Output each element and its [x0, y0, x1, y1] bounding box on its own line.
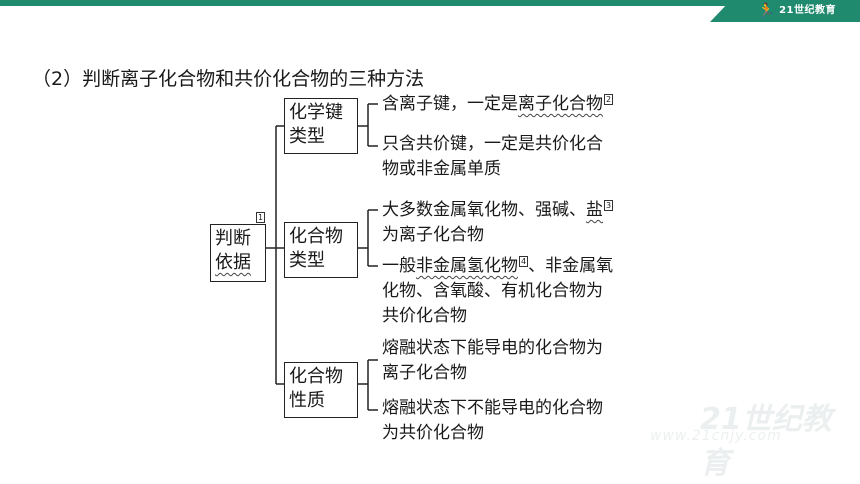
branch-label-line2: 类型 [289, 126, 325, 147]
leaf-covalent-bond: 只含共价键，一定是共价化合 物或非金属单质 [382, 134, 603, 179]
root-label-line1: 判断 [215, 228, 251, 249]
root-label-line2: 依据 [215, 252, 251, 273]
ref-badge: 3 [604, 200, 614, 212]
branch-label-line1: 化合物 [289, 366, 343, 387]
watermark-logo: 21世纪教育 www.21cnjy.com [650, 402, 832, 481]
branch-label-line2: 性质 [289, 390, 325, 411]
brand-logo: 🏃 21世纪教育 [758, 2, 836, 20]
branch-label-line1: 化学键 [289, 102, 343, 123]
section-heading: （2）判断离子化合物和共价化合物的三种方法 [32, 68, 425, 90]
branch-compound-type: 化合物 类型 [284, 222, 358, 278]
logo-tab [710, 0, 860, 22]
branch-label-line1: 化合物 [289, 226, 343, 247]
root-ref-badge: 1 [256, 212, 266, 223]
branch-bond-type: 化学键 类型 [284, 98, 358, 154]
top-banner: 🏃 21世纪教育 [0, 0, 860, 22]
ref-badge: 4 [519, 256, 529, 268]
logo-text: 21世纪教育 [779, 5, 836, 16]
emphasis-text: 离子化合物 [518, 94, 603, 114]
root-node: 判断 依据 [210, 224, 266, 282]
leaf-molten-nonconductive: 熔融状态下不能导电的化合物 为共价化合物 [382, 398, 603, 443]
ref-badge: 2 [604, 94, 614, 106]
branch-compound-property: 化合物 性质 [284, 362, 358, 418]
branch-label-line2: 类型 [289, 250, 325, 271]
runner-icon: 🏃 [757, 3, 776, 19]
emphasis-text: 盐 [586, 200, 603, 220]
top-accent-bar [0, 0, 860, 6]
leaf-molten-conductive: 熔融状态下能导电的化合物为 离子化合物 [382, 338, 603, 383]
emphasis-text: 非金属氢化物 [416, 256, 518, 276]
